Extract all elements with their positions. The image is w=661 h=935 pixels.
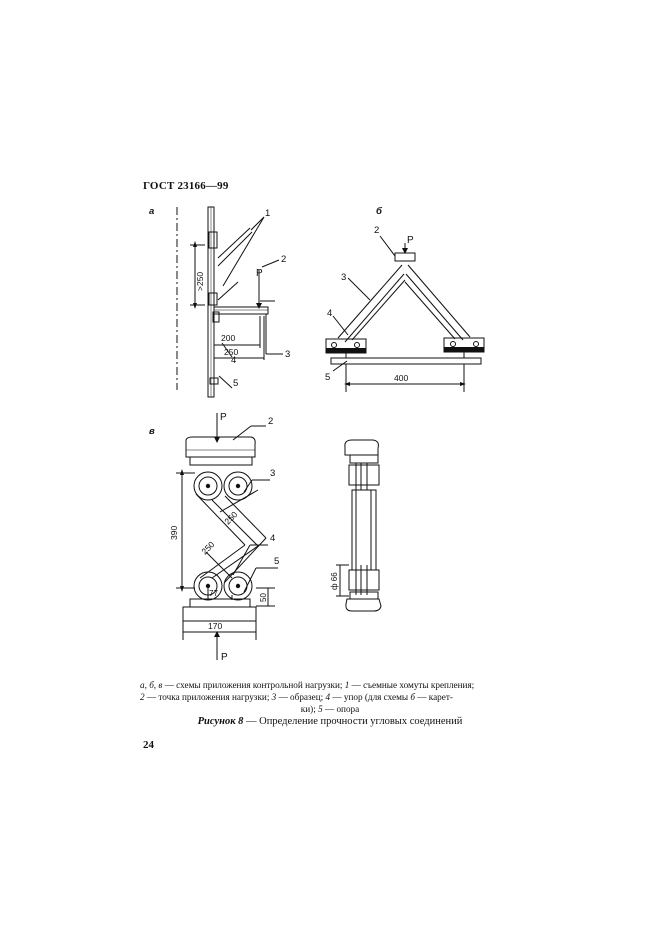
scheme-c-callout-2: 2	[268, 416, 273, 427]
scheme-a-label: а	[149, 206, 154, 217]
scheme-c-dim-250-b: 250	[199, 539, 216, 556]
scheme-a-load-label: P	[256, 268, 263, 279]
caption-line-2: 2 — точка приложения нагрузки; 3 — образ…	[140, 692, 453, 702]
scheme-c-load-bottom-label: P	[221, 652, 228, 663]
caption-line-1: а, б, в — схемы приложения контрольной н…	[140, 680, 475, 690]
scheme-c-dim-thickness: ф 66	[330, 572, 339, 590]
scheme-b-label: б	[376, 206, 383, 217]
scheme-c-callout-3: 3	[270, 468, 275, 479]
scheme-b-callout-5: 5	[325, 372, 330, 383]
scheme-c	[176, 413, 382, 660]
figure-caption: а, б, в — схемы приложения контрольной н…	[140, 679, 520, 715]
scheme-a-dim-250: 250	[224, 347, 238, 357]
figure-title: Рисунок 8 — Определение прочности угловы…	[140, 716, 520, 727]
page-number: 24	[143, 739, 154, 751]
scheme-a-callout-1: 1	[265, 208, 270, 219]
scheme-a-dim-200: 200	[221, 333, 235, 343]
scheme-c-callout-4: 4	[270, 533, 275, 544]
scheme-c-dim-50: 50	[259, 593, 268, 602]
scheme-a-callout-5: 5	[233, 378, 238, 389]
scheme-a	[176, 206, 283, 398]
scheme-b-callout-4: 4	[327, 308, 332, 319]
scheme-b	[325, 235, 485, 392]
scheme-a-callout-2: 2	[281, 254, 286, 265]
scheme-c-dim-77: 77	[209, 589, 218, 598]
scheme-a-callout-3: 3	[285, 349, 290, 360]
standard-header: ГОСТ 23166—99	[143, 180, 229, 192]
scheme-b-callout-3: 3	[341, 272, 346, 283]
scheme-c-dim-170: 170	[208, 621, 222, 631]
caption-line-3: ки); 5 — опора	[300, 704, 360, 714]
scheme-a-callout-4: 4	[231, 355, 236, 366]
scheme-b-load-label: P	[407, 235, 414, 246]
scheme-b-dim-400: 400	[394, 373, 408, 383]
scheme-a-dim-height: >250	[195, 272, 205, 291]
scheme-c-label: в	[149, 426, 155, 437]
figure-label: Рисунок 8	[197, 716, 244, 727]
scheme-b-callout-2: 2	[374, 225, 379, 236]
figure-title-text: — Определение прочности угловых соединен…	[246, 716, 463, 727]
scheme-c-dim-390: 390	[169, 526, 179, 540]
scheme-c-callout-5: 5	[274, 556, 279, 567]
scheme-c-load-top-label: P	[220, 412, 227, 423]
